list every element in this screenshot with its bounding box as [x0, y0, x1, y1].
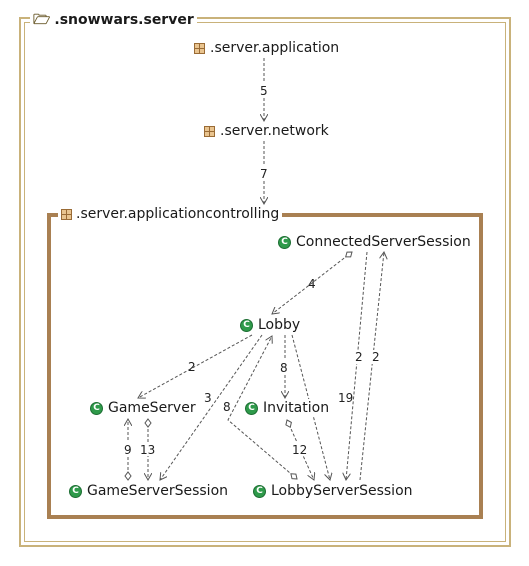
edge-label: 2 [355, 350, 363, 364]
class-lobby[interactable]: C Lobby [240, 316, 301, 334]
edge-lobby-gameserver [138, 334, 253, 398]
edge-lobbyserversession-connected [359, 252, 384, 481]
outer-package-title[interactable]: 🗁 .snowwars.server [30, 11, 197, 29]
edge-connected-lobby [272, 252, 352, 314]
package-label: .server.application [210, 40, 340, 56]
package-icon [204, 125, 215, 137]
class-label: LobbyServerSession [271, 483, 413, 499]
class-label: GameServerSession [87, 483, 229, 499]
package-icon [194, 42, 205, 54]
edge-connected-lobbyserversession [346, 251, 368, 480]
edge-label: 5 [260, 84, 268, 98]
class-icon: C [90, 401, 103, 415]
edge-label: 7 [260, 167, 268, 181]
edge-label: 8 [280, 361, 288, 375]
class-icon: C [253, 484, 266, 498]
class-icon: C [69, 484, 82, 498]
edge-label: 3 [204, 391, 212, 405]
folder-open-icon: 🗁 [33, 12, 51, 28]
edge-label: 4 [308, 277, 316, 291]
package-server-application[interactable]: .server.application [194, 39, 340, 57]
edge-label: 8 [223, 400, 231, 414]
class-invitation[interactable]: C Invitation [245, 399, 330, 417]
edge-lobbyserversession-lobby [227, 336, 297, 479]
class-label: ConnectedServerSession [296, 234, 471, 250]
class-game-server-session[interactable]: C GameServerSession [69, 482, 229, 500]
outer-package-frame [19, 17, 511, 547]
class-label: Invitation [263, 400, 330, 416]
edge-label: 13 [140, 443, 155, 457]
edge-label: 19 [338, 391, 353, 405]
package-label: .server.network [220, 123, 329, 139]
class-icon: C [240, 318, 253, 332]
edge-label: 2 [188, 360, 196, 374]
class-icon: C [278, 235, 291, 249]
package-server-network[interactable]: .server.network [204, 122, 329, 140]
package-label: .server.applicationcontrolling [76, 206, 280, 222]
edge-lobby-gameserversession [160, 334, 263, 480]
class-icon: C [245, 401, 258, 415]
class-lobby-server-session[interactable]: C LobbyServerSession [253, 482, 413, 500]
class-label: GameServer [108, 400, 196, 416]
package-icon [61, 208, 72, 220]
edge-label: 12 [292, 443, 307, 457]
edge-label: 9 [124, 443, 132, 457]
edge-label: 2 [372, 350, 380, 364]
outer-package-frame-inner [24, 22, 506, 542]
outer-package-label: .snowwars.server [54, 12, 194, 28]
package-server-applicationcontrolling[interactable]: .server.applicationcontrolling [58, 205, 283, 223]
class-connected-server-session[interactable]: C ConnectedServerSession [278, 233, 471, 251]
class-game-server[interactable]: C GameServer [90, 399, 196, 417]
class-label: Lobby [258, 317, 301, 333]
